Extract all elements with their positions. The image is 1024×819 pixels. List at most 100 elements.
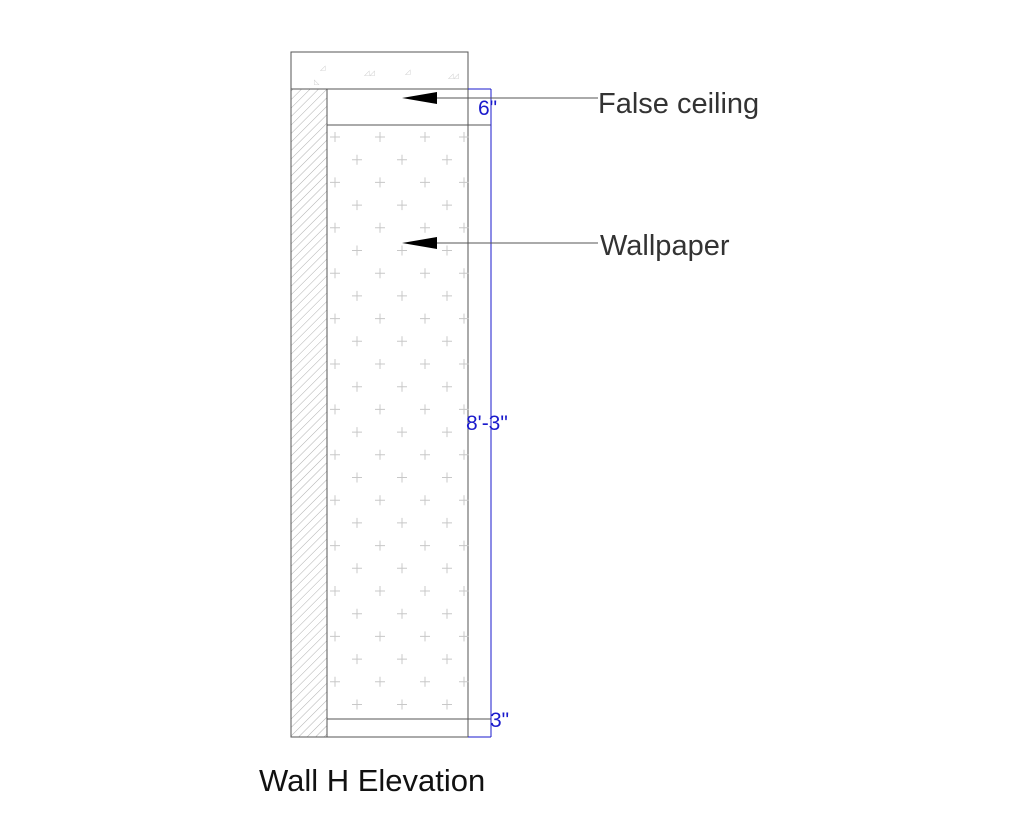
wallpaper-cross-mark bbox=[352, 472, 362, 483]
wallpaper-cross-mark bbox=[330, 586, 340, 596]
wallpaper-cross-mark bbox=[459, 222, 469, 233]
wallpaper-cross-mark bbox=[442, 472, 452, 483]
wallpaper-cross-mark bbox=[420, 222, 430, 233]
wallpaper-cross-mark bbox=[375, 313, 385, 324]
wallpaper-cross-mark bbox=[352, 654, 362, 665]
wallpaper-cross-mark bbox=[420, 132, 430, 142]
wallpaper-cross-mark bbox=[397, 245, 407, 256]
wallpaper-cross-mark bbox=[420, 359, 430, 369]
drawing-title: Wall H Elevation bbox=[259, 763, 485, 798]
wallpaper-cross-mark bbox=[459, 540, 469, 551]
wallpaper-cross-mark bbox=[420, 586, 430, 596]
wallpaper-cross-mark bbox=[375, 177, 385, 188]
false-ceiling-label: False ceiling bbox=[598, 88, 759, 120]
slab-concrete-pattern: ◿◺◿◿◿◿◿ bbox=[314, 64, 459, 86]
wallpaper-cross-mark bbox=[420, 540, 430, 551]
wallpaper-cross-mark bbox=[459, 676, 469, 687]
wallpaper-label: Wallpaper bbox=[600, 230, 730, 262]
wallpaper-cross-mark bbox=[420, 177, 430, 188]
wallpaper-cross-mark bbox=[397, 381, 407, 392]
wallpaper-cross-mark bbox=[442, 517, 452, 528]
wallpaper-cross-mark bbox=[397, 608, 407, 619]
svg-text:◺: ◺ bbox=[314, 78, 320, 86]
svg-text:◿◿: ◿◿ bbox=[448, 72, 459, 80]
wallpaper-cross-mark bbox=[330, 313, 340, 324]
wallpaper-cross-mark bbox=[459, 586, 469, 596]
wallpaper-cross-mark bbox=[330, 222, 340, 233]
wallpaper-cross-mark bbox=[330, 359, 340, 369]
wallpaper-cross-mark bbox=[352, 245, 362, 256]
wall-section-hatch bbox=[290, 88, 328, 738]
wallpaper-cross-mark bbox=[352, 336, 362, 347]
wallpaper-cross-mark bbox=[420, 268, 430, 279]
dimension-skirting: 3" bbox=[490, 709, 509, 732]
wallpaper-cross-mark bbox=[375, 359, 385, 369]
wallpaper-cross-mark bbox=[330, 177, 340, 188]
wallpaper-cross-mark bbox=[375, 222, 385, 233]
wallpaper-cross-mark bbox=[397, 472, 407, 483]
dimension-lines bbox=[468, 88, 492, 738]
wallpaper-cross-mark bbox=[442, 200, 452, 211]
wallpaper-cross-mark bbox=[397, 154, 407, 165]
wallpaper-cross-mark bbox=[459, 177, 469, 188]
wallpaper-cross-mark bbox=[442, 381, 452, 392]
dimension-false-ceiling: 6" bbox=[478, 97, 497, 120]
wallpaper-leader bbox=[402, 237, 598, 249]
wallpaper-cross-mark bbox=[352, 427, 362, 438]
wallpaper-cross-mark bbox=[420, 313, 430, 324]
wallpaper-cross-mark bbox=[330, 404, 340, 415]
wallpaper-cross-mark bbox=[330, 495, 340, 506]
wallpaper-cross-mark bbox=[420, 449, 430, 460]
wallpaper-cross-mark bbox=[397, 699, 407, 710]
svg-text:◿◿: ◿◿ bbox=[364, 69, 375, 77]
wallpaper-cross-mark bbox=[352, 517, 362, 528]
wallpaper-cross-mark bbox=[397, 290, 407, 301]
dimension-wall-height: 8'-3" bbox=[466, 412, 508, 435]
wallpaper-cross-mark bbox=[397, 654, 407, 665]
wallpaper-cross-mark bbox=[397, 563, 407, 574]
wallpaper-cross-mark bbox=[375, 540, 385, 551]
wallpaper-cross-mark bbox=[352, 699, 362, 710]
wallpaper-cross-mark bbox=[352, 608, 362, 619]
svg-text:◿: ◿ bbox=[320, 64, 326, 72]
wallpaper-cross-mark bbox=[375, 676, 385, 687]
wallpaper-cross-mark bbox=[442, 699, 452, 710]
wallpaper-cross-mark bbox=[352, 563, 362, 574]
wallpaper-cross-mark bbox=[375, 495, 385, 506]
wallpaper-cross-mark bbox=[420, 495, 430, 506]
wallpaper-cross-mark bbox=[459, 268, 469, 279]
wallpaper-cross-mark bbox=[459, 132, 469, 142]
wallpaper-cross-mark bbox=[442, 245, 452, 256]
svg-text:◿: ◿ bbox=[405, 68, 411, 76]
wallpaper-cross-mark bbox=[420, 404, 430, 415]
wallpaper-cross-mark bbox=[352, 381, 362, 392]
false-ceiling-leader bbox=[402, 92, 598, 104]
wallpaper-cross-mark bbox=[459, 313, 469, 324]
wallpaper-cross-mark bbox=[375, 631, 385, 642]
wallpaper-cross-mark bbox=[459, 404, 469, 415]
wallpaper-cross-mark bbox=[442, 427, 452, 438]
wallpaper-cross-mark bbox=[352, 200, 362, 211]
wallpaper-cross-mark bbox=[397, 517, 407, 528]
wallpaper-cross-mark bbox=[397, 200, 407, 211]
wallpaper-cross-mark bbox=[330, 676, 340, 687]
wallpaper-cross-mark bbox=[459, 359, 469, 369]
wall-face bbox=[326, 88, 469, 738]
ceiling-slab bbox=[290, 51, 469, 90]
wallpaper-cross-mark bbox=[330, 268, 340, 279]
wallpaper-cross-mark bbox=[375, 404, 385, 415]
wallpaper-cross-mark bbox=[442, 608, 452, 619]
wallpaper-cross-mark bbox=[352, 290, 362, 301]
wallpaper-cross-mark bbox=[330, 449, 340, 460]
wallpaper-cross-mark bbox=[420, 676, 430, 687]
wallpaper-cross-mark bbox=[375, 449, 385, 460]
wallpaper-cross-mark bbox=[442, 654, 452, 665]
wallpaper-pattern bbox=[330, 132, 469, 710]
wallpaper-cross-mark bbox=[352, 154, 362, 165]
wallpaper-cross-mark bbox=[330, 631, 340, 642]
wallpaper-cross-mark bbox=[442, 336, 452, 347]
wallpaper-cross-mark bbox=[459, 449, 469, 460]
wallpaper-cross-mark bbox=[442, 154, 452, 165]
wallpaper-cross-mark bbox=[397, 427, 407, 438]
